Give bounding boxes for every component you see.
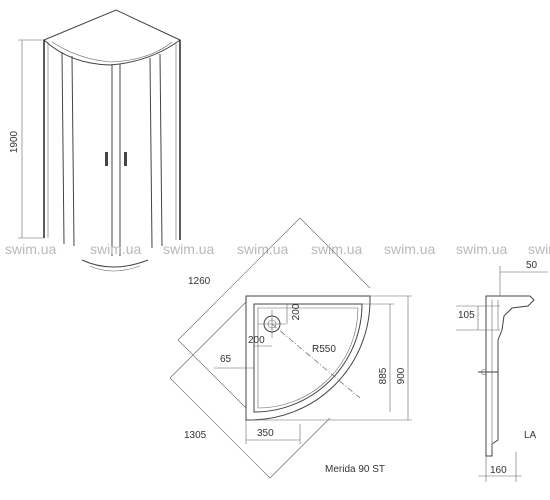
model-name: Merida 90 ST [325, 464, 385, 475]
enclosure-bottom-curve [81, 259, 149, 268]
radius-line [271, 323, 361, 399]
door-panel-left-inner [71, 55, 75, 247]
section-mid-label: 105 [458, 310, 475, 321]
front-view: 1900 [9, 9, 181, 272]
drain-offset-top-label: 200 [291, 303, 302, 320]
section-side-label: LA [524, 430, 537, 441]
section-bottom-width-label: 160 [490, 465, 507, 476]
door-panel-right-edge [159, 53, 163, 247]
enclosure-top [43, 9, 181, 66]
watermark-6: swim.ua [384, 241, 436, 257]
section-view: 50 105 LA 160 [456, 260, 548, 482]
edge-label: 65 [220, 354, 232, 365]
watermark-7: swim.ua [456, 241, 508, 257]
bottom-width-label: 350 [257, 428, 274, 439]
door-panel-left-edge [61, 51, 65, 245]
tray-basin-inner [257, 307, 359, 409]
tray-outline [245, 295, 371, 421]
watermark-3: swim.ua [163, 241, 215, 257]
door-handle-right [124, 152, 127, 166]
radius-label: R550 [312, 344, 336, 355]
watermark-8: swim [528, 241, 550, 257]
adjust-foot-knob [481, 369, 487, 375]
inner-height-label: 885 [378, 367, 389, 384]
drain-offset-left-label: 200 [248, 335, 265, 346]
height-label: 1900 [9, 130, 20, 153]
diag-bottom-dimension [169, 377, 271, 479]
diag-left-edge-2 [169, 301, 247, 379]
diag-bottom-label: 1305 [184, 430, 207, 441]
section-top-width-label: 50 [526, 260, 538, 271]
diag-top-dimension [177, 217, 301, 341]
tray-profile [485, 295, 535, 457]
diag-top-label: 1260 [188, 276, 211, 287]
diag-left-edge [177, 339, 247, 409]
plan-view: 1260 1305 R550 200 200 65 885 900 [169, 217, 412, 479]
door-handle-left [105, 152, 108, 166]
watermark-1: swim.ua [5, 241, 57, 257]
watermark-2: swim.ua [90, 241, 142, 257]
door-panel-right-inner [149, 57, 153, 249]
diag-bottom-right [269, 417, 331, 479]
enclosure-bottom-curve-inner [89, 265, 141, 272]
outer-height-label: 900 [396, 367, 407, 384]
enclosure-top-edge [51, 41, 173, 63]
watermark-5: swim.ua [311, 241, 363, 257]
diag-top-right [299, 217, 371, 289]
watermark-row: swim.ua swim.ua swim.ua swim.ua swim.ua … [5, 241, 550, 257]
tray-basin [253, 303, 363, 413]
watermark-4: swim.ua [237, 241, 289, 257]
